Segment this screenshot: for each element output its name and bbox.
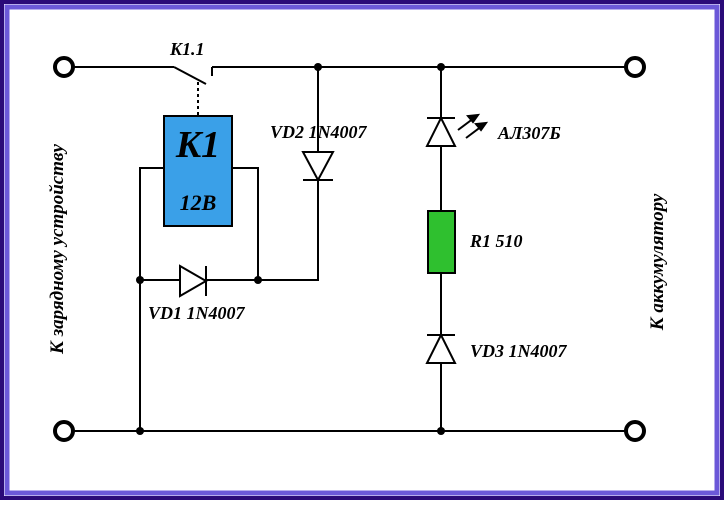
label-led: АЛ307Б (497, 123, 561, 143)
label-relay-voltage: 12В (180, 190, 217, 215)
label-left-side: К зарядному устройству (47, 143, 68, 354)
junction-dots (136, 63, 445, 435)
terminal-bottom-right (624, 420, 646, 442)
vd1-branch-wire (140, 67, 319, 281)
label-right-side: К аккумулятору (647, 193, 668, 331)
diode-vd3-symbol (425, 332, 457, 364)
diode-vd2-symbol (301, 151, 335, 183)
led-al307b-symbol (425, 115, 457, 147)
relay-coil-k1 (163, 115, 233, 227)
diode-vd1-symbol (179, 264, 209, 298)
label-switch-k1-1: K1.1 (169, 39, 205, 59)
relay-coil-wiring (139, 167, 259, 431)
inner-border (4, 4, 720, 496)
terminal-top-left (53, 56, 75, 78)
label-vd1: VD1 1N4007 (148, 303, 246, 323)
label-r1: R1 510 (469, 231, 523, 251)
led-emission-arrows-icon (457, 113, 489, 139)
relay-switch-contact (173, 66, 207, 85)
terminal-bottom-left (53, 420, 75, 442)
label-vd2: VD2 1N4007 (270, 122, 368, 142)
label-relay-name: K1 (175, 124, 220, 166)
resistor-r1 (427, 210, 456, 274)
terminal-top-right (624, 56, 646, 78)
top-wire (72, 66, 626, 76)
terminals (53, 56, 646, 442)
label-vd3: VD3 1N4007 (470, 341, 568, 361)
